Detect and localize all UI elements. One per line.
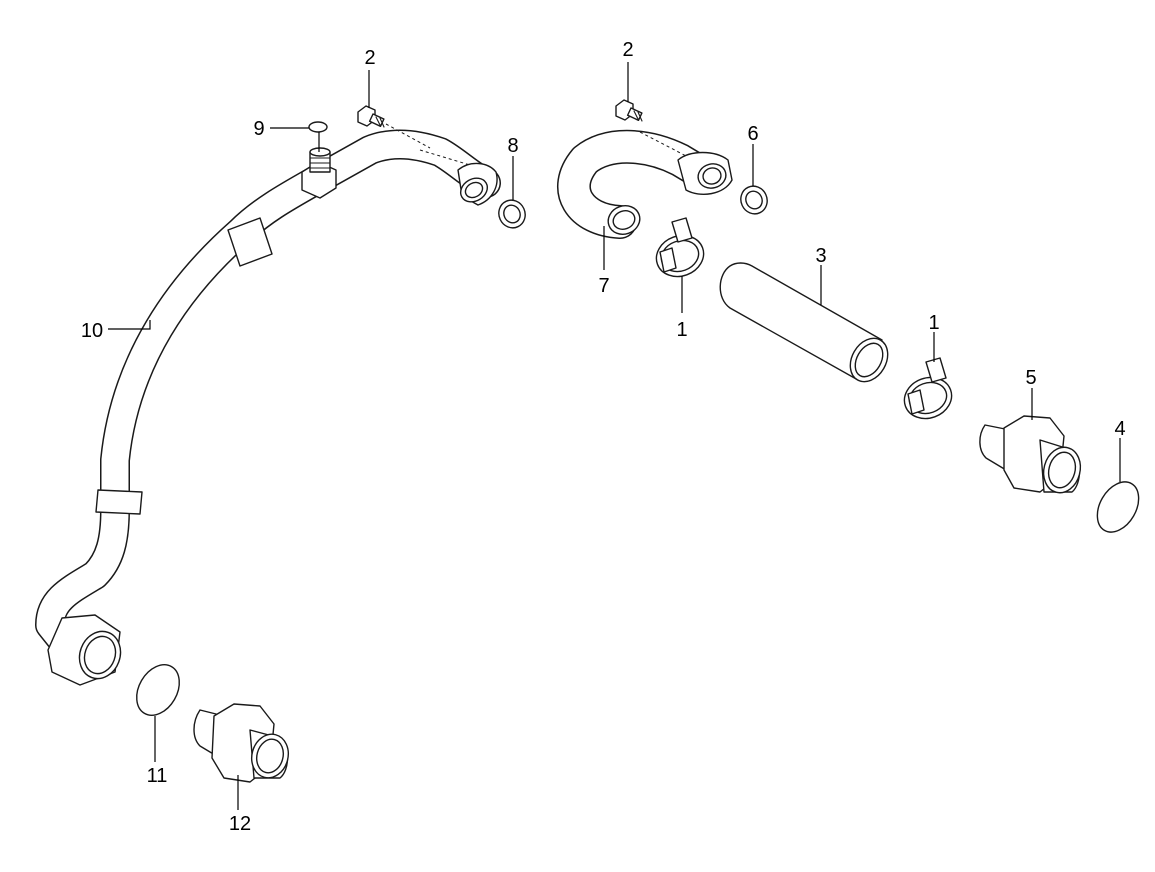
pipe-collar-upper [227, 217, 273, 267]
part-4-large-o-ring [1096, 481, 1140, 533]
callout-5: 5 [1025, 367, 1036, 389]
callout-2-left: 2 [364, 47, 375, 69]
callout-8: 8 [507, 135, 518, 157]
leader-lines [108, 62, 1121, 810]
part-12-union-fitting [193, 703, 289, 783]
callout-1-right: 1 [928, 312, 939, 334]
part-3-straight-hose [719, 262, 889, 383]
pipe-upper-end-fitting [457, 162, 498, 206]
callout-10: 10 [81, 320, 103, 342]
part-8-washer [498, 199, 526, 229]
callout-4: 4 [1114, 418, 1125, 440]
callout-1-left: 1 [676, 319, 687, 341]
callout-12: 12 [229, 813, 251, 835]
u-hose-flange-end [677, 151, 733, 196]
part-2-bolt-right [615, 99, 643, 122]
callout-2-right: 2 [622, 39, 633, 61]
part-1-clamp-left [655, 217, 705, 278]
pipe-collar-lower [95, 489, 143, 515]
callout-3: 3 [815, 245, 826, 267]
part-9-small-o-ring [308, 121, 328, 133]
pipe-threaded-boss [301, 147, 337, 199]
pipe-lower-hex-nut [47, 614, 122, 686]
callout-11: 11 [147, 765, 168, 787]
part-5-union-fitting [979, 415, 1082, 494]
callout-7: 7 [598, 275, 609, 297]
leader-10 [108, 320, 151, 330]
callout-labels: 2 2 9 8 6 7 1 3 1 5 4 10 11 12 [81, 39, 1126, 835]
callout-9: 9 [253, 118, 264, 140]
part-1-clamp-right [903, 357, 953, 420]
part-11-o-ring [136, 664, 180, 716]
part-7-u-hose [557, 129, 733, 239]
callout-6: 6 [747, 123, 758, 145]
part-10-pipe [35, 129, 501, 686]
part-2-bolt-left [357, 105, 431, 149]
part-6-washer [740, 185, 768, 215]
u-hose-open-end [607, 205, 641, 235]
